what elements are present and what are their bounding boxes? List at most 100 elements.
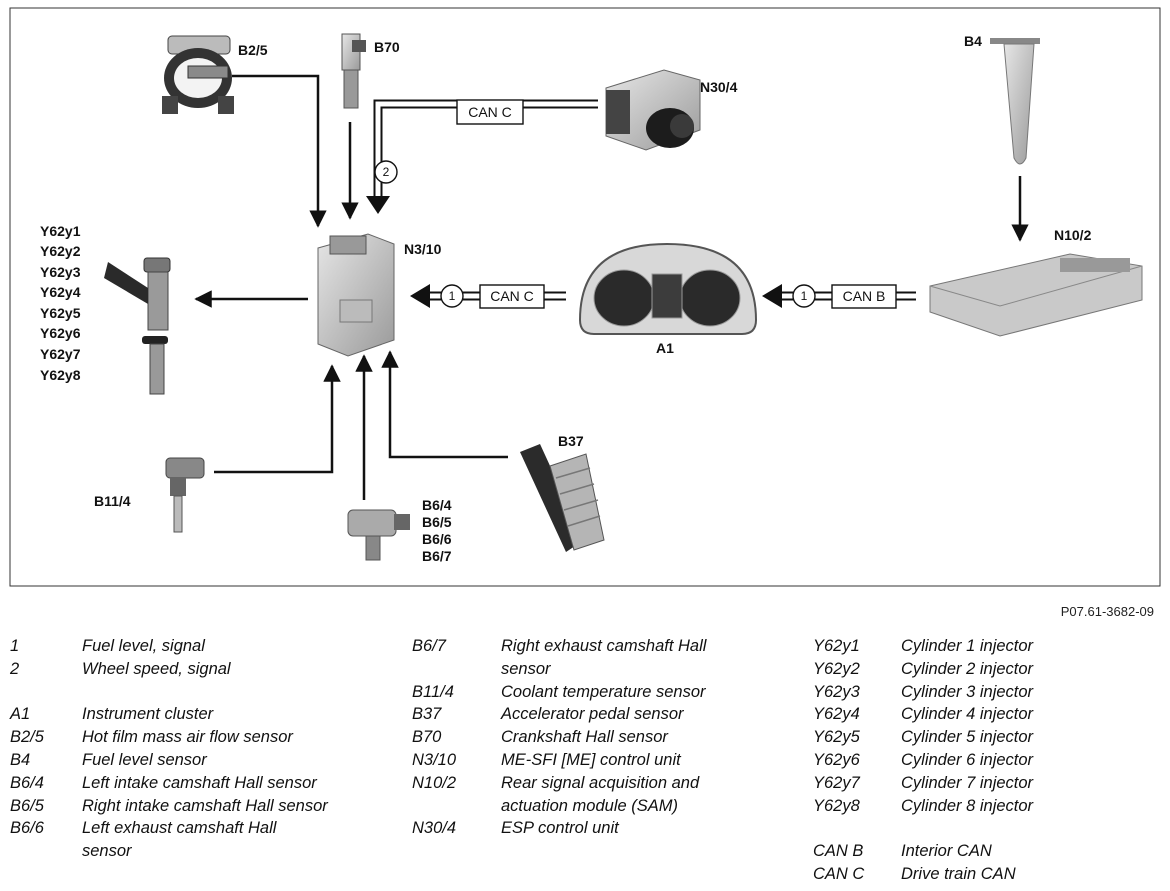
ecu-illustration [317, 233, 395, 357]
label-n310: N3/10 [404, 241, 442, 257]
legend-key: Y62y6 [813, 750, 860, 769]
legend-key: 2 [10, 659, 20, 678]
legend-column-2: B6/7 Right exhaust camshaft Hall sensor B… [412, 635, 706, 840]
coolant-sensor-illustration [165, 457, 205, 533]
line-b37-to-n310 [381, 350, 508, 459]
legend-value: Cylinder 3 injector [901, 682, 1034, 701]
legend-value: Left exhaust camshaft Hall [82, 819, 277, 838]
legend-value: ESP control unit [501, 819, 619, 838]
label-y62-5: Y62y5 [40, 305, 81, 321]
legend-item: CAN C Drive train CAN [813, 863, 1033, 886]
label-b70: B70 [374, 39, 400, 55]
label-y62-2: Y62y2 [40, 243, 81, 259]
legend-key: Y62y3 [813, 682, 860, 701]
label-y62-1: Y62y1 [40, 223, 81, 239]
esp-unit-illustration [605, 69, 701, 151]
legend-key: B6/6 [10, 819, 44, 838]
legend-item: N30/4 ESP control unit [412, 817, 706, 840]
can-b-label: CAN B [843, 288, 886, 304]
legend-value: Left intake camshaft Hall sensor [82, 773, 317, 792]
diagram-frame [9, 7, 1161, 587]
legend-value: Cylinder 5 injector [901, 728, 1034, 747]
legend-value: Rear signal acquisition and [501, 773, 700, 792]
system-diagram: CAN C 2 1 CAN C 1 CAN B B2/5 B70 [9, 7, 1161, 587]
legend-value: Cylinder 8 injector [901, 796, 1034, 815]
legend-item-continued: sensor [412, 658, 706, 681]
legend-key: B6/5 [10, 796, 44, 815]
legend-value: Instrument cluster [82, 705, 214, 724]
injector-labels: Y62y1 Y62y2 Y62y3 Y62y4 Y62y5 Y62y6 Y62y… [40, 223, 81, 383]
sam-module-illustration [929, 253, 1143, 337]
legend-item: B6/5 Right intake camshaft Hall sensor [10, 795, 328, 818]
legend-value: actuation module (SAM) [501, 796, 678, 815]
legend-value: Coolant temperature sensor [501, 682, 706, 701]
line-b25-to-n310 [232, 74, 327, 228]
legend-key: Y62y7 [813, 773, 860, 792]
legend-value: Right exhaust camshaft Hall [501, 637, 707, 655]
legend-item: Y62y6 Cylinder 6 injector [813, 749, 1033, 772]
legend-value: Cylinder 2 injector [901, 659, 1034, 678]
signal-marker-2-label: 2 [383, 165, 390, 179]
label-y62-4: Y62y4 [40, 284, 81, 300]
legend-key: B37 [412, 705, 442, 724]
label-b4: B4 [964, 33, 982, 49]
legend-key: B6/7 [412, 637, 446, 655]
legend-value: Cylinder 4 injector [901, 705, 1034, 724]
legend-key: CAN C [813, 864, 865, 883]
legend-item: Y62y3 Cylinder 3 injector [813, 681, 1033, 704]
fuel-level-sensor-illustration [990, 38, 1040, 165]
legend-key: B70 [412, 728, 442, 747]
label-y62-6: Y62y6 [40, 325, 81, 341]
label-n304: N30/4 [700, 79, 738, 95]
legend-key: CAN B [813, 842, 864, 861]
legend-key: B4 [10, 750, 31, 769]
label-b114: B11/4 [94, 493, 131, 509]
legend-item-continued: sensor [10, 840, 328, 863]
legend-key: B2/5 [10, 728, 44, 747]
legend-item: Y62y7 Cylinder 7 injector [813, 772, 1033, 795]
legend-value: Fuel level, signal [82, 637, 205, 655]
can-c-label-top: CAN C [468, 104, 512, 120]
legend-value: Cylinder 6 injector [901, 750, 1034, 769]
legend-item: B6/4 Left intake camshaft Hall sensor [10, 772, 328, 795]
legend-key: B6/4 [10, 773, 44, 792]
label-y62-8: Y62y8 [40, 367, 81, 383]
label-y62-3: Y62y3 [40, 264, 81, 280]
label-b37: B37 [558, 433, 584, 449]
signal-marker-1b [792, 284, 816, 308]
label-a1: A1 [656, 340, 674, 356]
legend-item: Y62y2 Cylinder 2 injector [813, 658, 1033, 681]
legend-key: Y62y2 [813, 659, 860, 678]
legend-value: Cylinder 1 injector [901, 637, 1034, 655]
legend-value: Cylinder 7 injector [901, 773, 1034, 792]
accelerator-pedal-illustration [520, 444, 605, 552]
legend-item: B6/7 Right exhaust camshaft Hall [412, 635, 706, 658]
legend-value: Accelerator pedal sensor [501, 705, 684, 724]
legend-key: Y62y1 [813, 637, 860, 655]
instrument-cluster-illustration [578, 242, 758, 335]
legend-value: Right intake camshaft Hall sensor [82, 796, 328, 815]
line-b114-to-n310 [214, 364, 341, 474]
air-mass-sensor-illustration [162, 35, 234, 114]
legend-value: Fuel level sensor [82, 750, 207, 769]
figure-reference: P07.61-3682-09 [1060, 604, 1154, 619]
legend-key: N30/4 [412, 819, 457, 838]
legend-value: sensor [501, 659, 551, 678]
camshaft-labels: B6/4 B6/5 B6/6 B6/7 [422, 497, 452, 564]
legend-item: Y62y1 Cylinder 1 injector [813, 635, 1033, 658]
label-b6-5: B6/5 [422, 514, 452, 530]
label-b25: B2/5 [238, 42, 268, 58]
legend-item-continued: actuation module (SAM) [412, 795, 706, 818]
legend-key: A1 [10, 705, 31, 724]
legend-value: ME-SFI [ME] control unit [501, 750, 681, 769]
legend-value: Drive train CAN [901, 864, 1016, 883]
signal-marker-1a-label: 1 [449, 289, 456, 303]
